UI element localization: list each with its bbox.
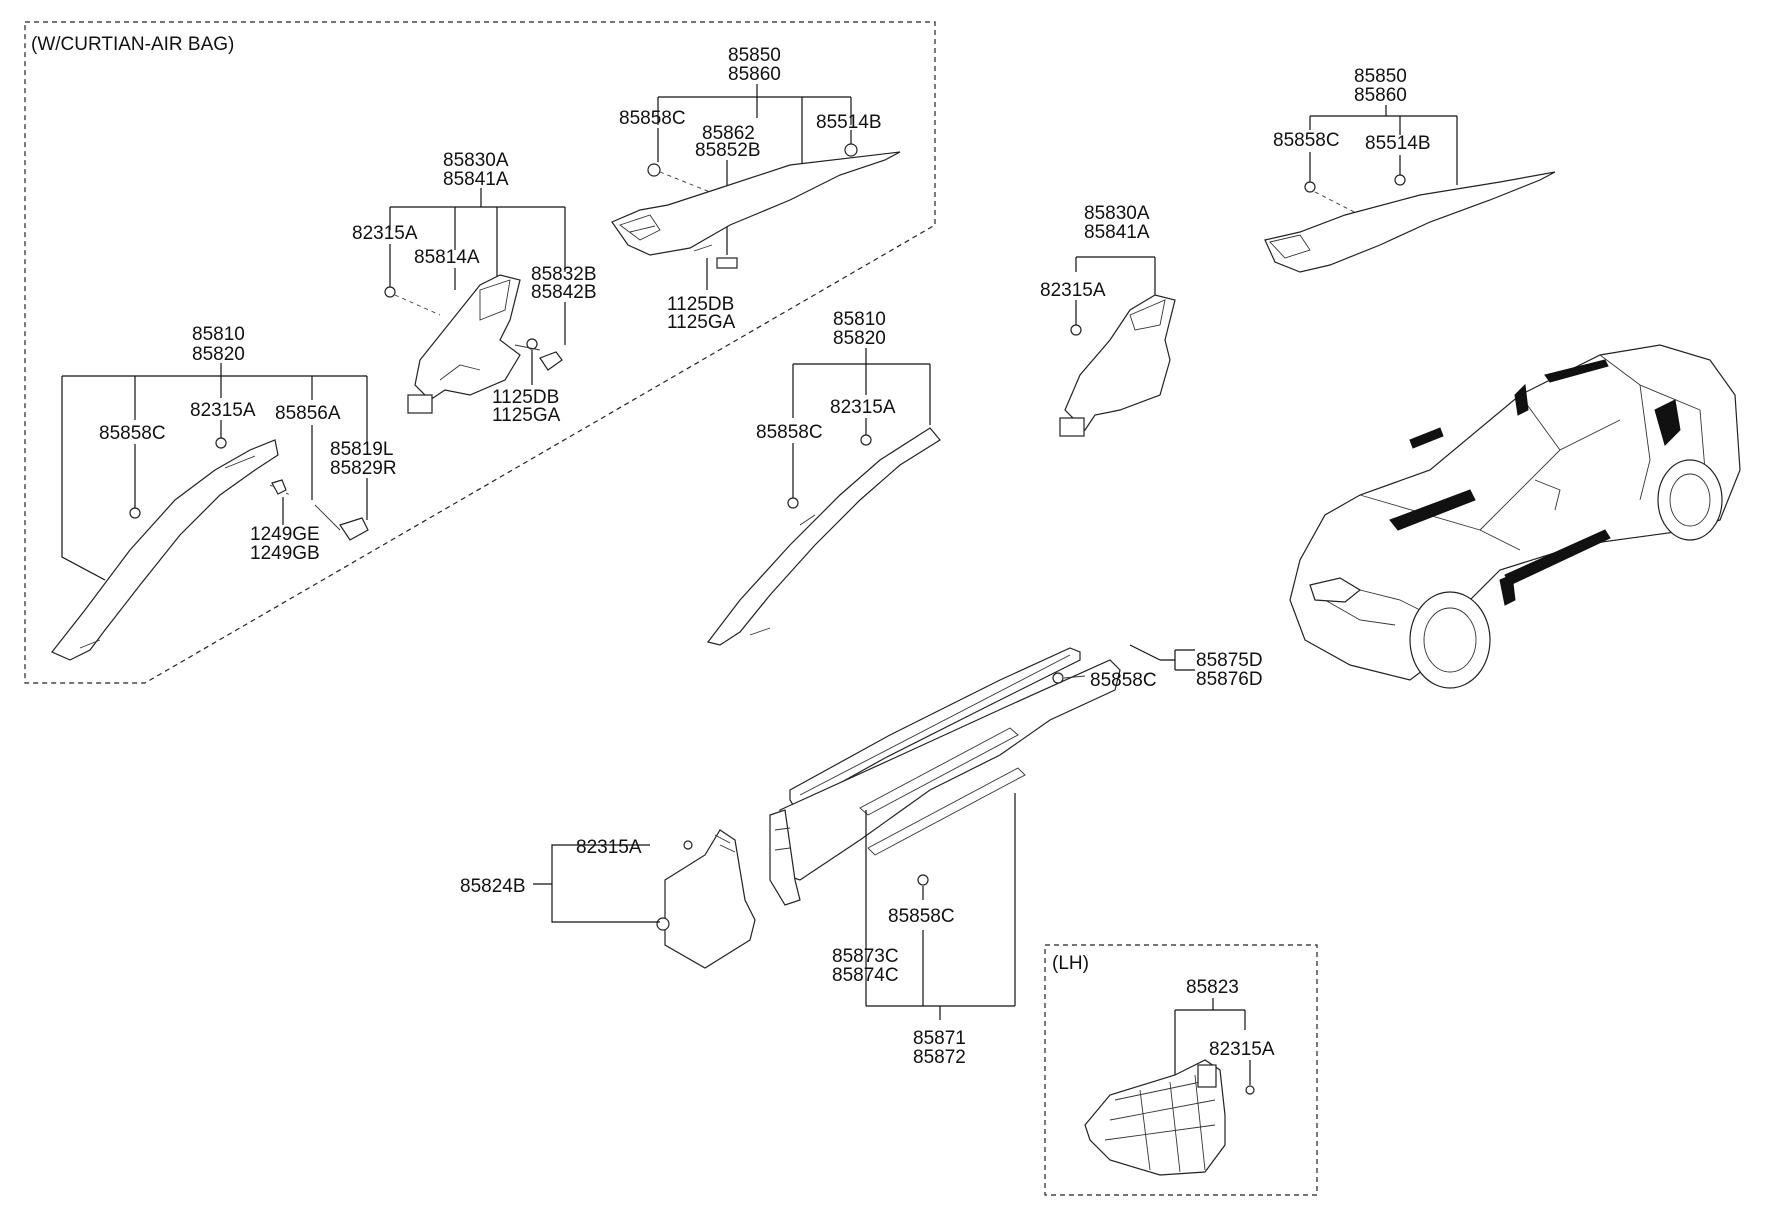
car-illustration	[1289, 344, 1741, 689]
car-highlight-upper	[1514, 383, 1529, 416]
label-85862: 85862	[702, 123, 755, 144]
label-85829R: 85829R	[330, 458, 397, 479]
label-85841A-2: 85841A	[1084, 222, 1150, 243]
part-pillar-upper-a	[414, 274, 521, 401]
group-sill-plate: 85858C 85875D 85876D 85858C 85873C 85874…	[769, 644, 1263, 1068]
label-85832B: 85832B	[531, 264, 597, 285]
curtain-airbag-region-frame	[24, 21, 936, 684]
label-85814A: 85814A	[414, 247, 480, 268]
label-85858C-2: 85858C	[99, 423, 166, 444]
label-82315A-4: 82315A	[1040, 280, 1106, 301]
group-pillar-trim-airbag: 85810 85820 85858C 82315A 85856A 85819L …	[51, 324, 397, 661]
car-body	[1289, 344, 1741, 681]
car-highlight-kick	[1499, 574, 1516, 606]
part-roof-trim-f	[1264, 171, 1556, 273]
group-pillar-upper-airbag: 85830A 85841A 82315A 85814A 85832B 85842…	[352, 150, 597, 426]
label-1125DB: 1125DB	[667, 294, 734, 315]
lh-region-frame	[1044, 944, 1318, 1196]
car-highlight-rear	[1654, 399, 1681, 446]
part-roof-trim-a	[611, 151, 901, 256]
car-highlight-pillar	[1389, 489, 1476, 531]
car-highlight-roof	[1544, 359, 1609, 383]
label-85852B: 85852B	[695, 140, 761, 161]
label-85875D: 85875D	[1196, 650, 1263, 671]
label-85872: 85872	[913, 1047, 966, 1068]
label-85810-2: 85810	[833, 309, 886, 330]
label-85810: 85810	[192, 324, 245, 345]
label-82315A-5: 82315A	[576, 837, 642, 858]
label-85830A: 85830A	[443, 150, 509, 171]
label-85876D: 85876D	[1196, 669, 1263, 690]
label-85874C: 85874C	[832, 965, 899, 986]
part-pillar-trim-a	[51, 439, 279, 661]
group-pillar-upper: 85830A 85841A 82315A	[1040, 203, 1176, 437]
label-85858C-5: 85858C	[1090, 670, 1157, 691]
label-85856A: 85856A	[275, 403, 341, 424]
part-pillar-trim-d	[706, 427, 941, 646]
label-82315A-2: 82315A	[190, 400, 256, 421]
label-85873C: 85873C	[832, 946, 899, 967]
label-82315A: 82315A	[352, 223, 418, 244]
label-1125DB-2: 1125DB	[492, 387, 559, 408]
part-kick-panel	[664, 829, 756, 969]
label-85842B: 85842B	[531, 282, 597, 303]
label-85820: 85820	[192, 344, 245, 365]
label-85850-2: 85850	[1354, 66, 1407, 87]
group-kick-panel: 82315A 85824B	[460, 829, 756, 969]
lh-region-label: (LH)	[1052, 953, 1089, 974]
label-85820-2: 85820	[833, 328, 886, 349]
group-roof-trim-airbag: 85850 85860 85858C 85862 85852B 85514B 1…	[611, 45, 901, 333]
label-1249GE: 1249GE	[250, 524, 320, 545]
label-85860-2: 85860	[1354, 85, 1407, 106]
group-roof-trim: 85850 85860 85858C 85514B	[1264, 66, 1556, 273]
label-82315A-3: 82315A	[830, 397, 896, 418]
label-85830A-2: 85830A	[1084, 203, 1150, 224]
label-85858C-6: 85858C	[888, 906, 955, 927]
car-highlight-mirror	[1409, 427, 1444, 449]
label-1249GB: 1249GB	[250, 543, 320, 564]
label-82315A-6: 82315A	[1209, 1039, 1275, 1060]
label-85824B: 85824B	[460, 876, 526, 897]
label-85841A: 85841A	[443, 169, 509, 190]
label-85850: 85850	[728, 45, 781, 66]
part-pillar-upper-e	[1064, 294, 1176, 431]
label-1125GA: 1125GA	[667, 312, 736, 333]
part-sill-lower	[779, 659, 1121, 881]
label-85858C-4: 85858C	[1273, 130, 1340, 151]
label-85819L: 85819L	[330, 439, 393, 460]
label-85860: 85860	[728, 64, 781, 85]
label-85858C-3: 85858C	[756, 422, 823, 443]
label-85871: 85871	[913, 1028, 966, 1049]
group-lh-panel: 85823 82315A	[1084, 977, 1275, 1176]
label-1125GA-2: 1125GA	[492, 405, 561, 426]
group-pillar-trim: 85810 85820 82315A 85858C	[706, 309, 941, 646]
part-lh-panel	[1084, 1059, 1226, 1176]
label-85823: 85823	[1186, 977, 1239, 998]
label-85858C: 85858C	[619, 108, 686, 129]
curtain-airbag-region-label: (W/CURTIAN-AIR BAG)	[31, 34, 234, 55]
label-85514B-2: 85514B	[1365, 133, 1431, 154]
label-85514B: 85514B	[816, 112, 882, 133]
